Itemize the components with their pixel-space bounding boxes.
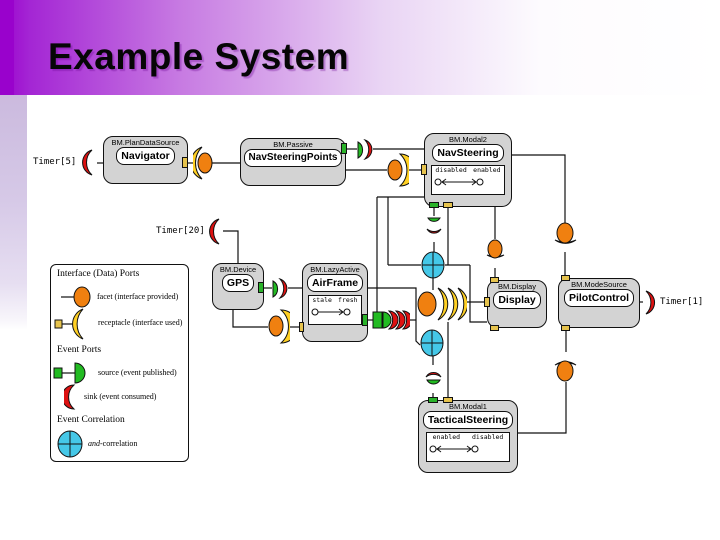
- event-source-port: [258, 282, 264, 293]
- component-type-label: BM.LazyActive: [310, 265, 360, 274]
- legend-event-header: Event Ports: [57, 345, 102, 355]
- legend-source-label: source (event published): [98, 368, 177, 377]
- component-name: AirFrame: [306, 274, 364, 292]
- component-tacticalsteering: BM.Modal1 TacticalSteering enabled disab…: [418, 400, 518, 473]
- legend-interface-header: Interface (Data) Ports: [57, 269, 140, 279]
- slide-title: Example System: [48, 36, 350, 77]
- facet-receptacle-connector-icon: [193, 146, 213, 180]
- component-type-label: BM.PlanDataSource: [111, 138, 180, 147]
- and-italic: and: [88, 439, 100, 448]
- state-transition-bidirectional-icon: [429, 445, 479, 453]
- event-source-sink-connector-icon: [272, 278, 288, 299]
- source-icon: [53, 362, 86, 384]
- receptacle-port: [561, 275, 570, 281]
- receptacle-port: [182, 157, 188, 168]
- event-sink-source-connector-icon: [425, 372, 442, 385]
- component-name: Navigator: [116, 147, 175, 165]
- legend-sink-label: sink (event consumed): [84, 392, 157, 401]
- sink-icon: [64, 384, 76, 410]
- component-gps: BM.Device GPS: [212, 263, 264, 310]
- event-source-port: [341, 143, 347, 154]
- legend-correlation-header: Event Correlation: [57, 415, 125, 425]
- event-source-multi-sink-icon: [372, 310, 410, 330]
- event-sink-icon: [82, 149, 93, 176]
- slide-header-band: [0, 0, 720, 95]
- state-label: disabled: [435, 166, 467, 174]
- facet-icon: [61, 286, 91, 308]
- state-label: enabled: [473, 166, 501, 174]
- and-correlation-icon: [421, 251, 445, 279]
- event-source-sink-connector-icon: [426, 217, 442, 234]
- receptacle-port: [490, 277, 499, 283]
- header-left-edge: [0, 0, 14, 95]
- component-navsteeringpoints: BM.Passive NavSteeringPoints: [240, 138, 346, 186]
- component-name: PilotControl: [563, 289, 635, 307]
- component-name: NavSteeringPoints: [243, 149, 343, 167]
- receptacle-port: [443, 397, 453, 403]
- receptacle-port: [443, 202, 453, 208]
- component-pilotcontrol: BM.ModeSource PilotControl: [558, 278, 640, 328]
- receptacle-port: [299, 322, 304, 332]
- legend-receptacle-label: receptacle (interface used): [98, 318, 183, 327]
- state-label: stale: [312, 296, 332, 304]
- component-name: TacticalSteering: [422, 411, 514, 429]
- receptacle-port: [484, 297, 490, 307]
- component-type-label: BM.Modal2: [449, 135, 487, 144]
- state-machine-box: stale fresh: [308, 295, 362, 325]
- receptacle-icon: [54, 308, 84, 340]
- component-type-label: BM.Display: [498, 282, 536, 291]
- state-label: fresh: [338, 296, 358, 304]
- legend-and-correlation-label: and-correlation: [88, 439, 137, 448]
- component-type-label: BM.ModeSource: [571, 280, 627, 289]
- and-correlation-icon: [57, 430, 83, 458]
- timer5-label: Timer[5]: [33, 157, 77, 167]
- state-transition-bidirectional-icon: [434, 178, 484, 186]
- component-type-label: BM.Passive: [273, 140, 313, 149]
- facet-receptacle-connector-icon: [486, 239, 505, 259]
- state-machine-box: disabled enabled: [431, 165, 505, 195]
- legend-facet-label: facet (interface provided): [97, 292, 179, 301]
- event-sink-icon: [209, 218, 220, 245]
- component-airframe: BM.LazyActive AirFrame stale fresh: [302, 263, 368, 342]
- receptacle-port: [490, 325, 499, 331]
- facet-receptacle-connector-icon: [268, 309, 290, 344]
- legend-box: Interface (Data) Ports facet (interface …: [50, 264, 189, 462]
- component-navigator: BM.PlanDataSource Navigator: [103, 136, 188, 184]
- receptacle-port: [421, 164, 427, 175]
- component-name: NavSteering: [432, 144, 504, 162]
- event-source-port: [428, 397, 438, 403]
- and-correlation-icon: [420, 329, 444, 357]
- event-sink-icon: [645, 290, 655, 315]
- component-name: GPS: [221, 274, 255, 292]
- facet-multi-receptacle-connector-icon: [417, 287, 467, 321]
- state-label: enabled: [432, 433, 461, 441]
- state-transition-icon: [311, 308, 351, 316]
- event-source-port: [362, 314, 368, 326]
- component-navsteering: BM.Modal2 NavSteering disabled enabled: [424, 133, 512, 207]
- receptacle-port: [561, 325, 570, 331]
- facet-receptacle-connector-icon: [554, 222, 577, 244]
- state-label: disabled: [472, 433, 504, 441]
- component-type-label: BM.Device: [219, 265, 257, 274]
- component-type-label: BM.Modal1: [449, 402, 487, 411]
- component-name: Display: [493, 291, 541, 309]
- event-source-port: [429, 202, 439, 208]
- facet-receptacle-connector-icon: [387, 153, 409, 187]
- event-source-sink-connector-icon: [357, 139, 373, 160]
- facet-receptacle-connector-icon: [554, 360, 577, 382]
- state-machine-box: enabled disabled: [425, 432, 511, 462]
- component-display: BM.Display Display: [487, 280, 547, 328]
- correlation-suffix: -correlation: [100, 439, 138, 448]
- timer1-label: Timer[1]: [660, 297, 704, 307]
- timer20-label: Timer[20]: [156, 226, 205, 236]
- left-accent-strip: [0, 95, 27, 330]
